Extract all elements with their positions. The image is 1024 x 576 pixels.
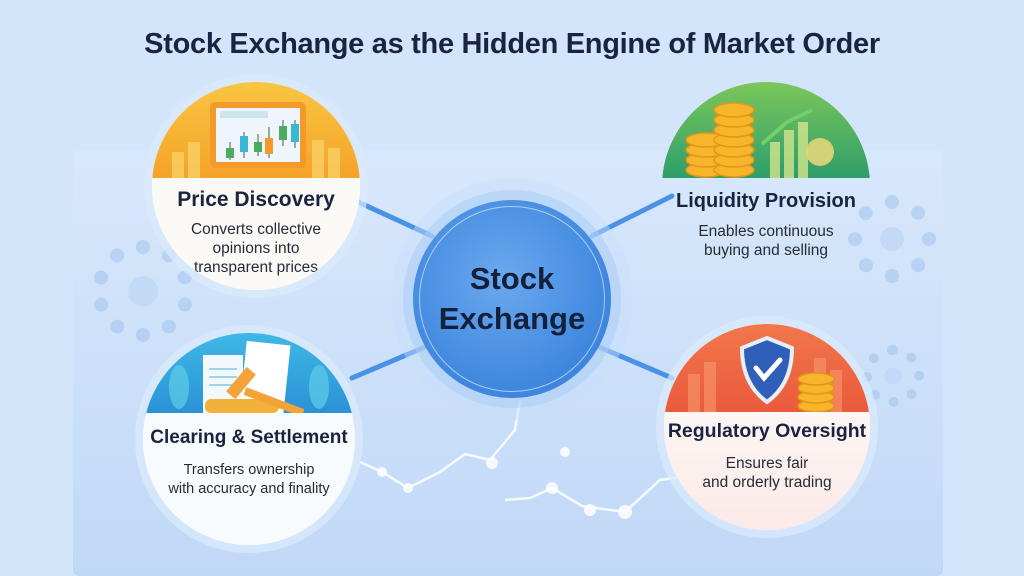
node-title: Clearing & Settlement — [150, 427, 348, 448]
node-description-line: buying and selling — [703, 242, 829, 259]
shield-check-icon — [664, 324, 870, 413]
node-title: Liquidity Provision — [675, 190, 856, 212]
node-regulatory-oversight: Regulatory Oversight Ensures fair and or… — [664, 324, 870, 530]
node-title: Price Discovery — [177, 188, 335, 211]
hub-stock-exchange: Stock Exchange — [413, 200, 611, 398]
node-description-line: and orderly trading — [702, 474, 832, 491]
hub-label-line1: Stock — [469, 261, 555, 296]
gavel-documents-icon — [143, 333, 355, 417]
node-description-line: transparent prices — [193, 259, 319, 276]
node-title: Regulatory Oversight — [667, 420, 867, 442]
node-description-line: Transfers ownership — [183, 462, 315, 478]
page-title: Stock Exchange as the Hidden Engine of M… — [144, 28, 880, 60]
node-clearing-settlement: Clearing & Settlement Transfers ownershi… — [143, 333, 355, 545]
node-price-discovery: Price Discovery Converts collective opin… — [152, 82, 360, 290]
hub-label-line2: Exchange — [438, 301, 586, 336]
node-description-line: opinions into — [212, 240, 300, 257]
node-description-line: Converts collective — [190, 221, 322, 238]
node-description-line: Ensures fair — [725, 455, 809, 472]
candlestick-chart-icon — [152, 82, 360, 178]
node-description-line: with accuracy and finality — [168, 481, 330, 497]
coins-growth-icon — [662, 82, 870, 178]
node-description-line: Enables continuous — [698, 223, 834, 240]
node-liquidity-provision: Liquidity Provision Enables continuous b… — [662, 82, 870, 290]
